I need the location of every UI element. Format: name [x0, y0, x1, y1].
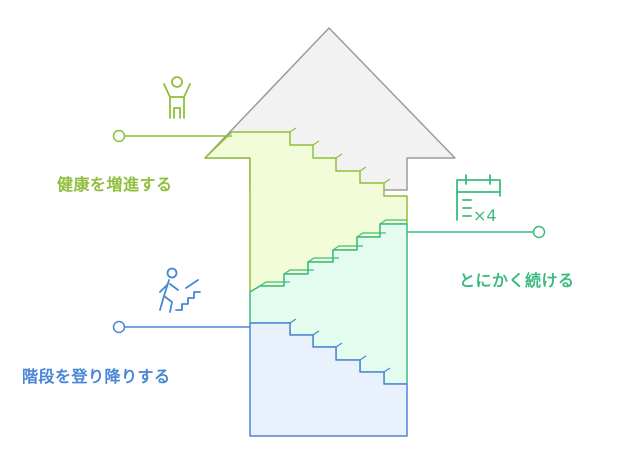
connector-stairs-dot	[112, 320, 126, 334]
label-continue: とにかく続ける	[459, 271, 575, 290]
section-continue-step-edges	[259, 219, 407, 287]
section-stairs-step-edges	[289, 318, 391, 373]
connector-continue-dot	[532, 225, 546, 239]
label-stairs: 階段を登り降りする	[22, 367, 171, 386]
connector-health-dot	[112, 129, 126, 143]
calendar-repeat-icon	[456, 174, 501, 221]
label-health: 健康を増進する	[57, 175, 173, 194]
section-health-step-edges	[289, 127, 391, 184]
calendar-count-text: ×4	[473, 206, 497, 225]
person-arms-raised-icon	[163, 76, 191, 119]
person-climbing-stairs-icon	[159, 267, 201, 313]
